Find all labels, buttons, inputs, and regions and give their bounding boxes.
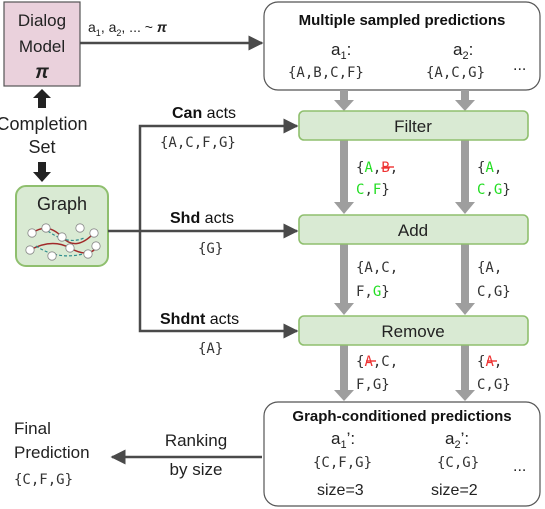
dialog-model-line1: Dialog: [18, 11, 66, 30]
add-right-line2: C,G}: [477, 284, 511, 300]
filter-label: Filter: [394, 117, 432, 136]
remove-left-line2: F,G}: [356, 377, 390, 393]
flow-arrow: [334, 140, 354, 214]
dialog-model-box: Dialog Model π: [3, 1, 81, 87]
filter-box: Filter: [298, 110, 529, 141]
graph-box: Graph: [15, 185, 109, 267]
sampled-cand1-set: {A,B,C,F}: [288, 65, 364, 81]
conditioned-cand2-label: a2’:: [445, 429, 469, 451]
sample-arrow-label: a1, a2, ... ~ π: [88, 19, 168, 38]
can-acts-set: {A,C,F,G}: [160, 135, 236, 151]
ranking-line1: Ranking: [165, 431, 227, 450]
can-acts-label: Can acts: [172, 105, 236, 122]
remove-label: Remove: [381, 322, 444, 341]
shdnt-acts-label: Shdnt acts: [160, 311, 239, 328]
remove-left-line1: {A,C,: [356, 354, 398, 370]
flow-arrow: [455, 344, 475, 401]
final-line2: Prediction: [14, 443, 90, 462]
conditioned-cand2-size: size=2: [431, 482, 478, 499]
add-left-line1: {A,C,: [356, 260, 398, 276]
final-set: {C,F,G}: [14, 472, 73, 488]
sampled-cand2-set: {A,C,G}: [426, 65, 485, 81]
ranking-line2: by size: [170, 460, 223, 479]
sampled-predictions-box: Multiple sampled predictions a1: {A,B,C,…: [263, 1, 541, 91]
add-label: Add: [398, 221, 428, 240]
completion-set-line2: Set: [28, 137, 55, 157]
filter-right-line1: {A,: [477, 160, 502, 176]
conditioned-ellipsis: ...: [513, 458, 526, 475]
sampled-cand1-label: a1:: [331, 40, 351, 62]
conditioned-cand1-label: a1’:: [331, 429, 355, 451]
filter-left-line1: {A,B,: [356, 160, 398, 176]
flow-arrow: [455, 90, 475, 111]
down-arrow-icon: [33, 162, 51, 182]
graph-label: Graph: [37, 194, 87, 214]
flow-arrows: [334, 90, 475, 401]
final-line1: Final: [14, 419, 51, 438]
add-left-line2: F,G}: [356, 284, 390, 300]
shd-acts-label: Shd acts: [170, 210, 234, 227]
remove-box: Remove: [298, 315, 529, 346]
sampled-ellipsis: ...: [513, 57, 526, 74]
filter-left-line2: C,F}: [356, 182, 390, 198]
graph-connectors: [108, 118, 299, 339]
remove-right-line2: C,G}: [477, 377, 511, 393]
remove-right-line1: {A,: [477, 354, 502, 370]
conditioned-cand2-set: {C,G}: [437, 455, 479, 471]
shdnt-acts-set: {A}: [198, 341, 223, 357]
sampled-cand2-label: a2:: [453, 40, 473, 62]
dialog-model-line2: Model: [19, 37, 65, 56]
flow-arrow: [334, 344, 354, 401]
conditioned-predictions-box: Graph-conditioned predictions a1’: {C,F,…: [263, 401, 541, 507]
add-box: Add: [298, 214, 529, 245]
graph-icon: [25, 223, 101, 261]
up-arrow-icon: [33, 89, 51, 108]
conditioned-cand1-set: {C,F,G}: [313, 455, 372, 471]
flow-arrow: [334, 244, 354, 315]
flow-arrow: [455, 140, 475, 214]
completion-set-line1: Completion: [0, 114, 88, 134]
dialog-model-symbol: π: [35, 62, 49, 83]
flow-arrow: [455, 244, 475, 315]
conditioned-cand1-size: size=3: [317, 482, 364, 499]
flow-arrow: [334, 90, 354, 111]
sampled-title: Multiple sampled predictions: [299, 12, 506, 29]
add-right-line1: {A,: [477, 260, 502, 276]
conditioned-title: Graph-conditioned predictions: [292, 408, 511, 425]
filter-right-line2: C,G}: [477, 182, 511, 198]
shd-acts-set: {G}: [198, 241, 223, 257]
